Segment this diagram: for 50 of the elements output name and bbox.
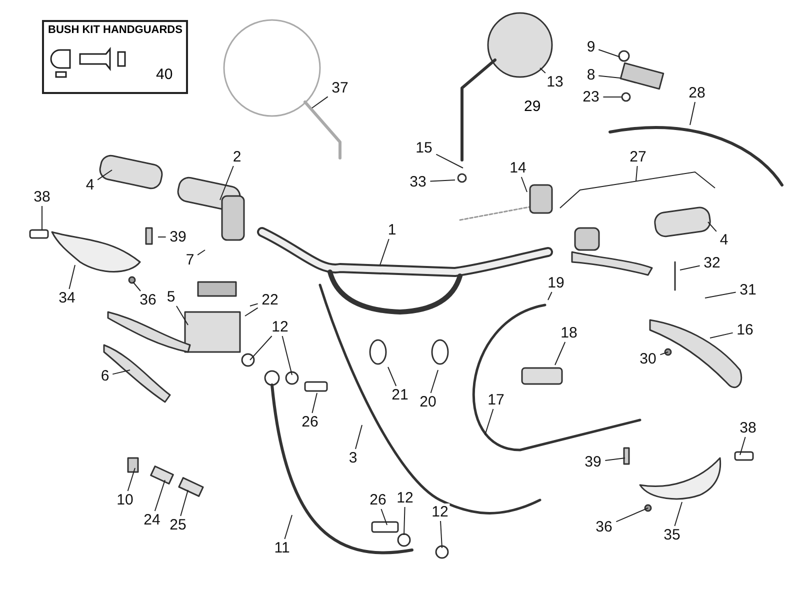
leader-line: [380, 508, 388, 526]
leader-line: [660, 352, 668, 356]
leader-line: [598, 49, 620, 58]
leader-line: [430, 370, 438, 394]
leader-line: [708, 222, 717, 232]
leader-line: [602, 96, 622, 98]
leader-line: [540, 68, 546, 74]
leader-line: [312, 392, 318, 414]
leader-line: [436, 154, 464, 168]
leader-line: [127, 468, 136, 492]
leader-line: [176, 306, 188, 326]
leader-line: [690, 102, 696, 126]
leader-line: [112, 370, 130, 375]
leader-line: [604, 458, 626, 461]
leader-line: [158, 236, 166, 238]
leader-line: [380, 238, 390, 266]
leader-line: [598, 75, 620, 78]
callout-number: 29: [524, 98, 541, 115]
leader-line: [430, 180, 456, 182]
leader-line: [404, 506, 406, 536]
leader-line: [680, 265, 700, 270]
leader-line: [704, 292, 736, 298]
leader-line: [674, 502, 682, 526]
leader-line: [220, 166, 234, 200]
leader-line: [740, 436, 746, 456]
leader-line: [250, 336, 272, 360]
leader-line: [312, 96, 328, 108]
leader-line: [440, 520, 442, 548]
leader-line: [548, 292, 552, 300]
leader-line: [484, 408, 494, 436]
leader-line: [355, 424, 362, 450]
leader-line: [616, 508, 648, 522]
callout-number: 40: [156, 66, 173, 83]
leader-line: [520, 176, 528, 192]
leader-line: [97, 170, 112, 180]
leader-line: [244, 307, 258, 316]
leader-line: [282, 336, 292, 376]
leader-line: [560, 166, 716, 208]
leader-line: [284, 514, 292, 540]
leader-line: [132, 282, 141, 292]
leader-line: [388, 366, 397, 386]
panel-title: BUSH KIT HANDGUARDS: [48, 24, 182, 36]
parts-kit-panel: [42, 20, 188, 94]
leader-line: [250, 303, 258, 306]
leader-line: [710, 332, 734, 338]
leader-line: [180, 490, 188, 516]
leader-line: [154, 480, 166, 512]
leader-line: [554, 342, 566, 366]
leader-line: [68, 264, 76, 290]
leader-line: [197, 250, 206, 256]
